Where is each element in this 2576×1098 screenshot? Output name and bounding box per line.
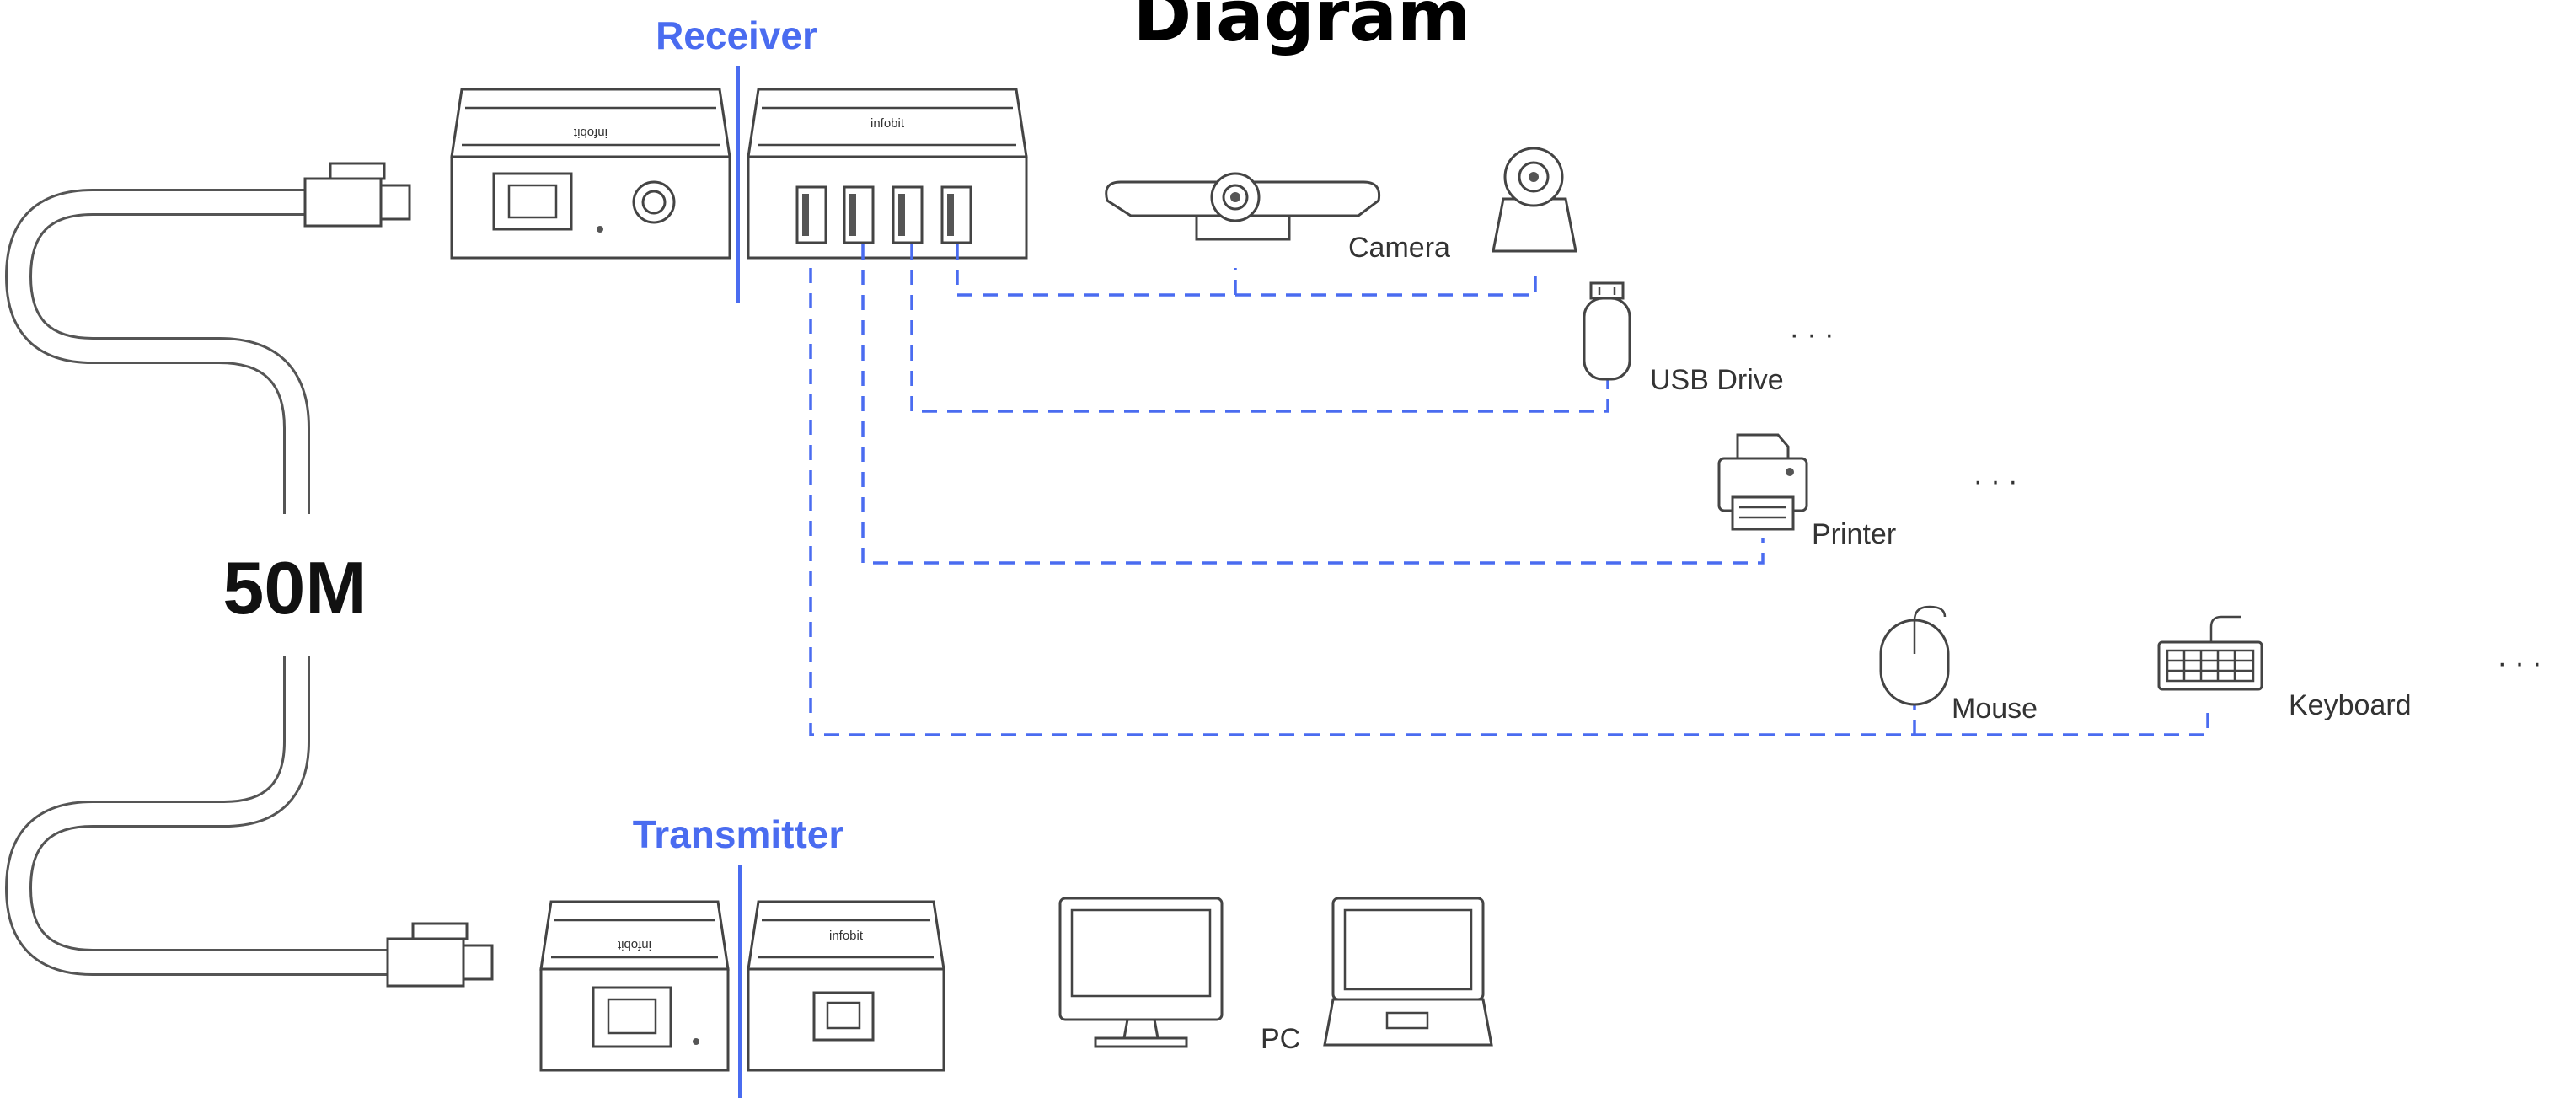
receiver-rear-unit: infobit xyxy=(450,88,731,260)
rj45-port-icon xyxy=(592,986,672,1048)
laptop-icon xyxy=(1323,897,1493,1047)
ellipsis-printer: · · · xyxy=(1974,465,2018,497)
receiver-label: Receiver xyxy=(656,13,817,57)
usb-drive-icon xyxy=(1583,281,1631,381)
receiver-rear-brand: infobit xyxy=(573,126,608,140)
transmitter-rear-brand: infobit xyxy=(617,938,651,952)
usb-port-icon xyxy=(795,185,972,244)
usb-connection-lines xyxy=(809,244,2209,736)
camera-label: Camera xyxy=(1348,232,1450,264)
printer-label: Printer xyxy=(1812,518,1896,550)
usb-drive-label: USB Drive xyxy=(1650,364,1784,396)
receiver-front-unit: infobit xyxy=(747,88,1028,260)
cable-length-label: 50M xyxy=(222,546,367,629)
mouse-label: Mouse xyxy=(1952,693,2038,725)
rj45-plug-bottom-icon xyxy=(386,922,494,988)
keyboard-icon xyxy=(2157,615,2263,691)
ethernet-cable xyxy=(4,189,388,976)
rj45-plug-top-icon xyxy=(303,162,411,228)
ellipsis-usb-drive: · · · xyxy=(1790,319,1834,351)
mouse-icon xyxy=(1879,605,1950,706)
printer-icon xyxy=(1717,433,1808,531)
ptz-camera-icon xyxy=(1492,147,1577,253)
diagram-title: Diagram xyxy=(1133,0,1471,57)
keyboard-label: Keyboard xyxy=(2289,689,2412,721)
ellipsis-keyboard: · · · xyxy=(2498,647,2542,679)
transmitter-front-brand: infobit xyxy=(829,929,864,943)
transmitter-front-unit: infobit xyxy=(747,900,945,1072)
rj45-port-icon xyxy=(492,172,573,231)
pc-label: PC xyxy=(1261,1023,1300,1055)
receiver-front-brand: infobit xyxy=(870,116,905,131)
desktop-monitor-icon xyxy=(1058,897,1224,1048)
transmitter-rear-unit: infobit xyxy=(539,900,730,1072)
transmitter-label: Transmitter xyxy=(633,812,844,856)
usb-b-port-icon xyxy=(812,991,875,1042)
conference-camera-icon xyxy=(1105,172,1381,241)
